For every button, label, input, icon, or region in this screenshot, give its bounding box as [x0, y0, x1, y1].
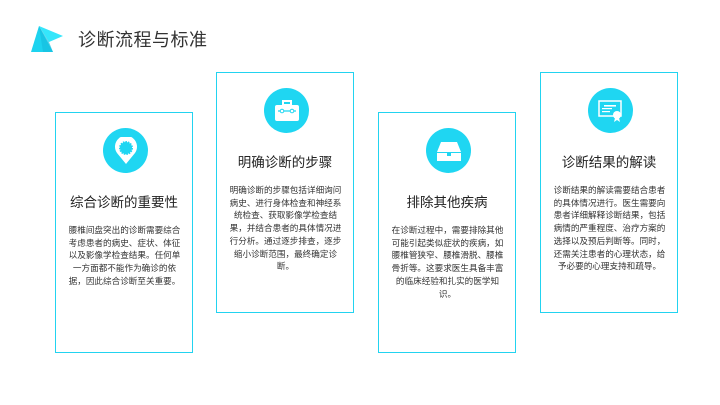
certificate-icon: [588, 88, 633, 133]
card-body: 诊断结果的解读需要结合患者的具体情况进行。医生需要向患者详细解释诊断结果，包括病…: [553, 186, 666, 273]
card-body: 腰椎间盘突出的诊断需要综合考虑患者的病史、症状、体征以及影像学检查结果。任何单一…: [68, 226, 181, 287]
card-title: 明确诊断的步骤: [237, 155, 333, 171]
card-diagnosis-steps: 明确诊断的步骤 明确诊断的步骤包括详细询问病史、进行身体检查和神经系统检查、获取…: [216, 72, 354, 313]
card-comprehensive-diagnosis: 综合诊断的重要性 腰椎间盘突出的诊断需要综合考虑患者的病史、症状、体征以及影像学…: [55, 112, 193, 353]
card-result-interpretation: 诊断结果的解读 诊断结果的解读需要结合患者的具体情况进行。医生需要向患者详细解释…: [540, 72, 678, 313]
page-title: 诊断流程与标准: [78, 30, 208, 51]
card-body: 明确诊断的步骤包括详细询问病史、进行身体检查和神经系统检查、获取影像学检查结果，…: [229, 186, 342, 273]
inbox-tray-icon: [426, 128, 471, 173]
card-exclude-other-diseases: 排除其他疾病 在诊断过程中，需要排除其他可能引起类似症状的疾病，如腰椎管狭窄、腰…: [378, 112, 516, 353]
briefcase-icon: [264, 88, 309, 133]
card-title: 排除其他疾病: [406, 195, 488, 211]
card-body: 在诊断过程中，需要排除其他可能引起类似症状的疾病，如腰椎管狭窄、腰椎滑脱、腰椎骨…: [391, 226, 504, 300]
location-pin-icon: [103, 128, 148, 173]
card-title: 诊断结果的解读: [561, 155, 657, 171]
card-title: 综合诊断的重要性: [70, 195, 178, 211]
triangle-logo-icon: [31, 26, 63, 52]
